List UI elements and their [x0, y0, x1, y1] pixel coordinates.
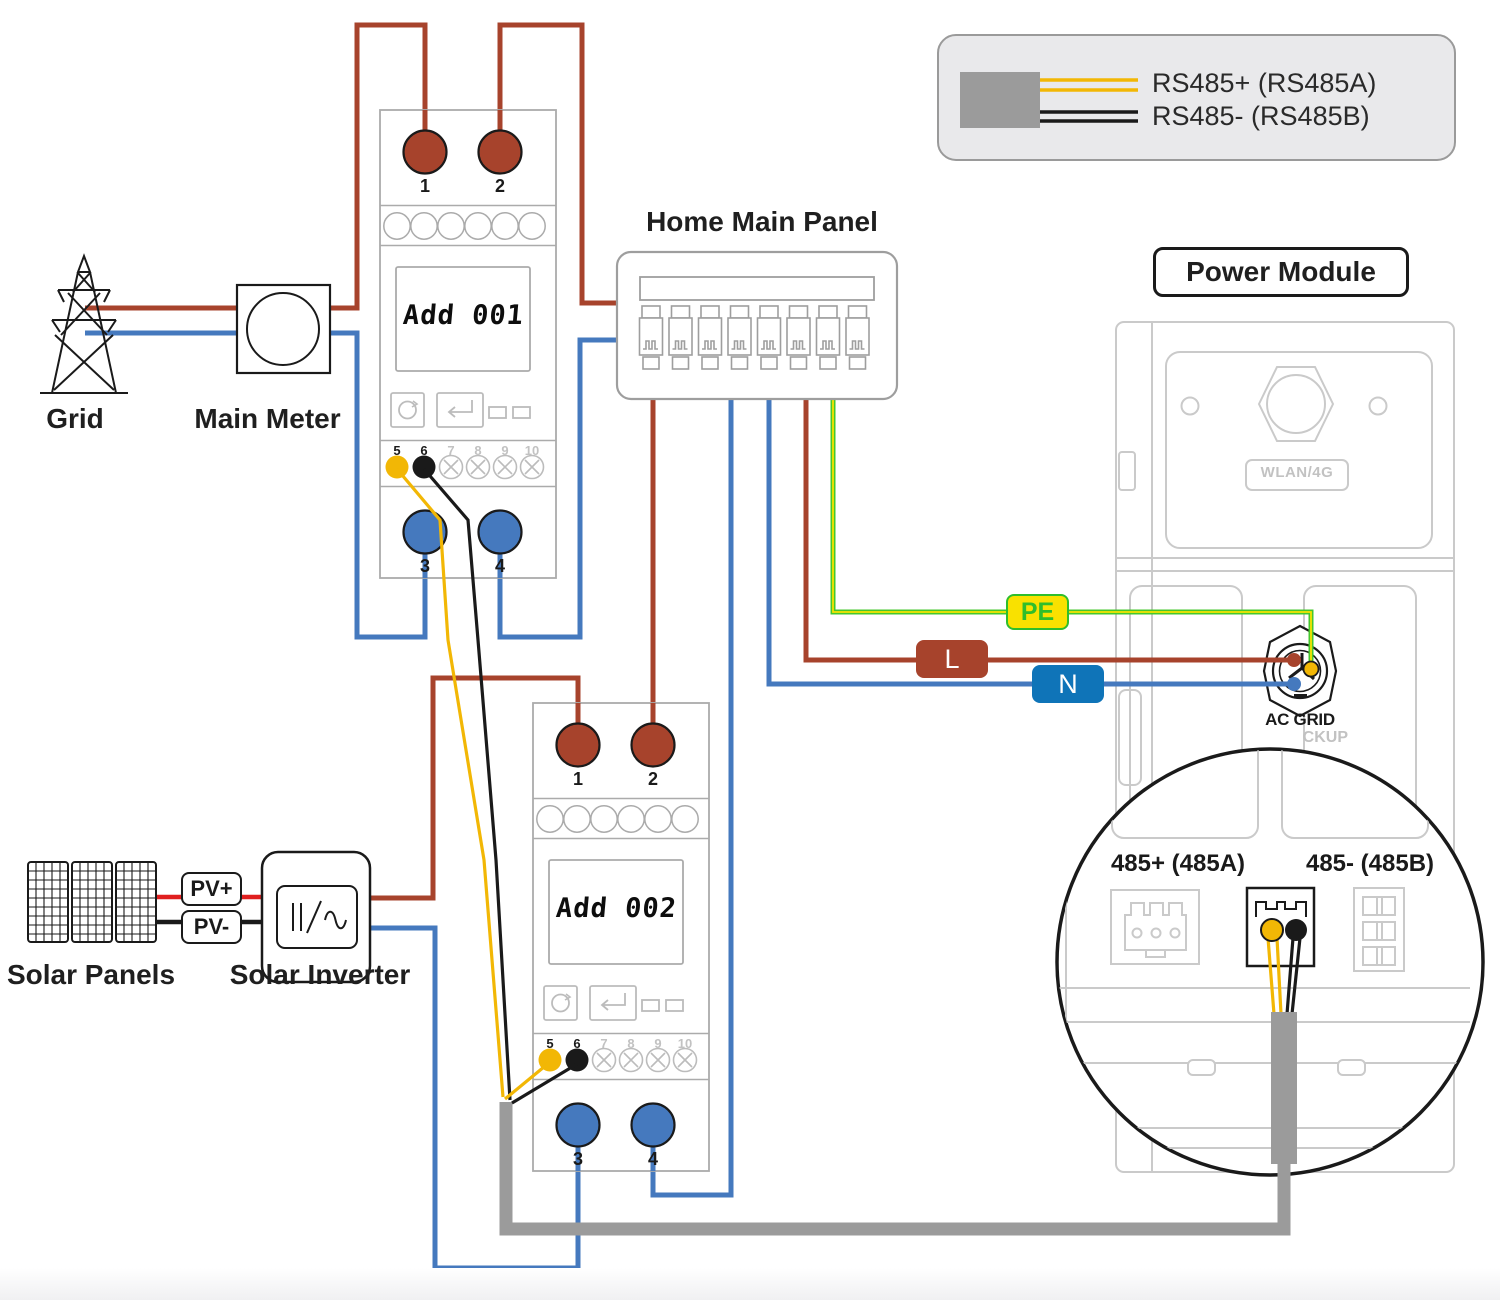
wire-panel-to-module-n	[766, 398, 1288, 687]
grid-tower-icon	[40, 253, 128, 394]
meter2-terminal-10: 10	[677, 1036, 693, 1051]
meter1-terminal-4: 4	[494, 556, 505, 576]
solar-panels-icon	[27, 861, 157, 943]
main-meter-label: Main Meter	[194, 403, 341, 434]
meter2-display: Add 002	[554, 893, 679, 924]
wire-inverter-to-meter2-live	[370, 675, 581, 901]
meter2-terminal-8: 8	[627, 1036, 635, 1051]
rs485-terminal	[1245, 886, 1316, 1015]
meter2-terminal-6: 6	[573, 1036, 581, 1051]
wire-grid-live	[85, 22, 428, 311]
neutral-badge: N	[1032, 665, 1104, 703]
wire-panel-to-meter2-neutral	[650, 398, 734, 1198]
ac-grid-label: AC GRID	[1265, 710, 1335, 729]
wire-meter1-to-panel-neutral	[497, 337, 623, 640]
rs485a-zoom-label: 485+ (485A)	[1110, 850, 1246, 877]
meter1-terminal-2: 2	[494, 176, 505, 196]
wire-meter1-to-panel-live	[497, 22, 623, 306]
legend-box	[937, 34, 1456, 161]
pv-plus-badge: PV+	[181, 872, 242, 906]
pv-minus-badge: PV-	[181, 910, 242, 944]
solar-inverter-icon	[260, 850, 372, 984]
wire-grid-neutral	[85, 330, 428, 640]
meter2-terminal-4: 4	[647, 1149, 658, 1169]
wlan-4g-label: WLAN/4G	[1260, 464, 1334, 481]
ac-backup-label: AC BACKUP	[1252, 729, 1348, 746]
meter2-terminal-2: 2	[647, 769, 658, 789]
meter1-display: Add 001	[401, 300, 526, 331]
meter2-terminal-1: 1	[572, 769, 583, 789]
meter1-terminal-1: 1	[419, 176, 430, 196]
legend-rs485-plus-label: RS485+ (RS485A)	[1152, 68, 1377, 98]
rs485b-zoom-label: 485- (485B)	[1305, 850, 1435, 877]
line-badge: L	[916, 640, 988, 678]
wire-panel-to-module-l	[803, 398, 1288, 663]
meter1-terminal-7: 7	[447, 443, 455, 458]
legend-cable-icon	[960, 72, 1040, 128]
solar-inverter-label: Solar Inverter	[229, 959, 411, 990]
solar-panels-label: Solar Panels	[6, 959, 176, 990]
meter1-terminal-8: 8	[474, 443, 482, 458]
rs485-cable	[499, 1102, 1291, 1236]
meter1-terminal-6: 6	[420, 443, 428, 458]
home-main-panel-box	[615, 250, 899, 401]
rs485-cable-sheath	[1271, 1012, 1297, 1164]
pe-badge: PE	[1006, 594, 1069, 630]
meter2-terminal-7: 7	[600, 1036, 608, 1051]
power-module-label: Power Module	[1153, 247, 1409, 297]
rs485-wires	[395, 467, 578, 1105]
meter1-terminal-3: 3	[419, 556, 430, 576]
meter1-terminal-5: 5	[393, 443, 401, 458]
meter2-terminal-9: 9	[654, 1036, 662, 1051]
meter1-terminal-9: 9	[501, 443, 509, 458]
legend-rs485-minus-label: RS485- (RS485B)	[1152, 101, 1370, 131]
main-meter-box	[235, 283, 332, 375]
meter2-terminal-5: 5	[546, 1036, 554, 1051]
grid-label: Grid	[46, 403, 104, 434]
meter2-terminal-3: 3	[572, 1149, 583, 1169]
page-bottom-edge	[0, 1268, 1500, 1300]
home-main-panel-label: Home Main Panel	[646, 206, 878, 237]
meter1-terminal-10: 10	[524, 443, 540, 458]
wire-panel-to-module-pe	[830, 398, 1314, 664]
ac-grid-connector	[1262, 624, 1338, 718]
